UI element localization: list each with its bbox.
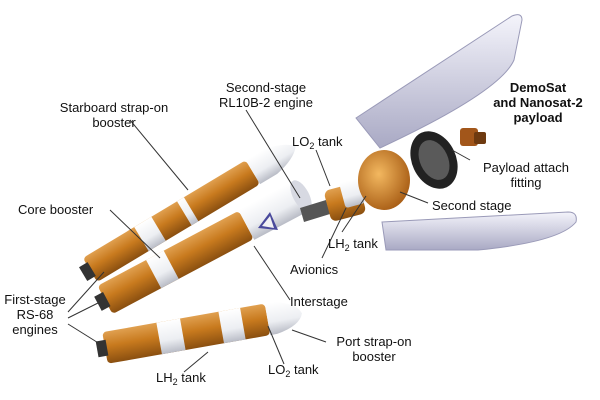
label-line: RS-68 [16, 307, 54, 322]
label-line: Port strap-on [336, 334, 412, 349]
label-interstage: Interstage [290, 294, 348, 309]
label-line: RL10B-2 engine [219, 95, 313, 110]
label-lo2-tank-upper: LO2 tank [292, 134, 343, 151]
label-starboard-strap-on-booster: Starboard strap-on booster [44, 100, 184, 130]
label-port-strap-on-booster: Port strap-on booster [318, 334, 430, 364]
label-core-booster: Core booster [18, 202, 94, 217]
port-strap-on-booster [95, 302, 302, 364]
label-part: LH [328, 236, 345, 251]
label-line: fitting [510, 175, 542, 190]
lower-payload-fairing [381, 211, 577, 251]
label-line: booster [352, 349, 396, 364]
core-booster [94, 180, 312, 313]
label-line: First-stage [4, 292, 66, 307]
label-payload: DemoSat and Nanosat-2 payload [488, 80, 588, 125]
label-second-stage-engine: Second-stage RL10B-2 engine [208, 80, 324, 110]
label-part: LO [292, 134, 310, 149]
label-subscript: 2 [344, 243, 350, 253]
label-part: tank [314, 134, 343, 149]
label-payload-attach-fitting: Payload attach fitting [470, 160, 582, 190]
label-part: tank [349, 236, 378, 251]
label-subscript: 2 [309, 141, 315, 151]
label-line: and Nanosat-2 [493, 95, 583, 110]
label-line: DemoSat [509, 80, 567, 95]
label-line: booster [92, 115, 136, 130]
boeing-logo-icon [258, 212, 278, 230]
label-second-stage: Second stage [432, 198, 512, 213]
label-part: LH [156, 370, 173, 385]
label-part: LO [268, 362, 286, 377]
second-stage-assembly [300, 150, 410, 222]
demosat-payload [460, 128, 486, 146]
label-line: Second-stage [225, 80, 307, 95]
leader-lines [67, 109, 471, 373]
label-line: engines [12, 322, 58, 337]
label-lo2-tank-lower: LO2 tank [268, 362, 319, 379]
label-line: payload [513, 110, 563, 125]
label-lh2-tank-lower: LH2 tank [156, 370, 206, 387]
label-lh2-tank-upper: LH2 tank [328, 236, 378, 253]
label-first-stage-engines: First-stage RS-68 engines [2, 292, 68, 337]
label-subscript: 2 [172, 377, 178, 387]
label-line: Starboard strap-on [59, 100, 169, 115]
label-subscript: 2 [285, 369, 291, 379]
starboard-strap-on-booster [79, 144, 296, 281]
label-part: tank [290, 362, 319, 377]
upper-payload-fairing [355, 14, 523, 149]
label-line: Payload attach [482, 160, 569, 175]
label-part: tank [177, 370, 206, 385]
label-avionics: Avionics [290, 262, 339, 277]
